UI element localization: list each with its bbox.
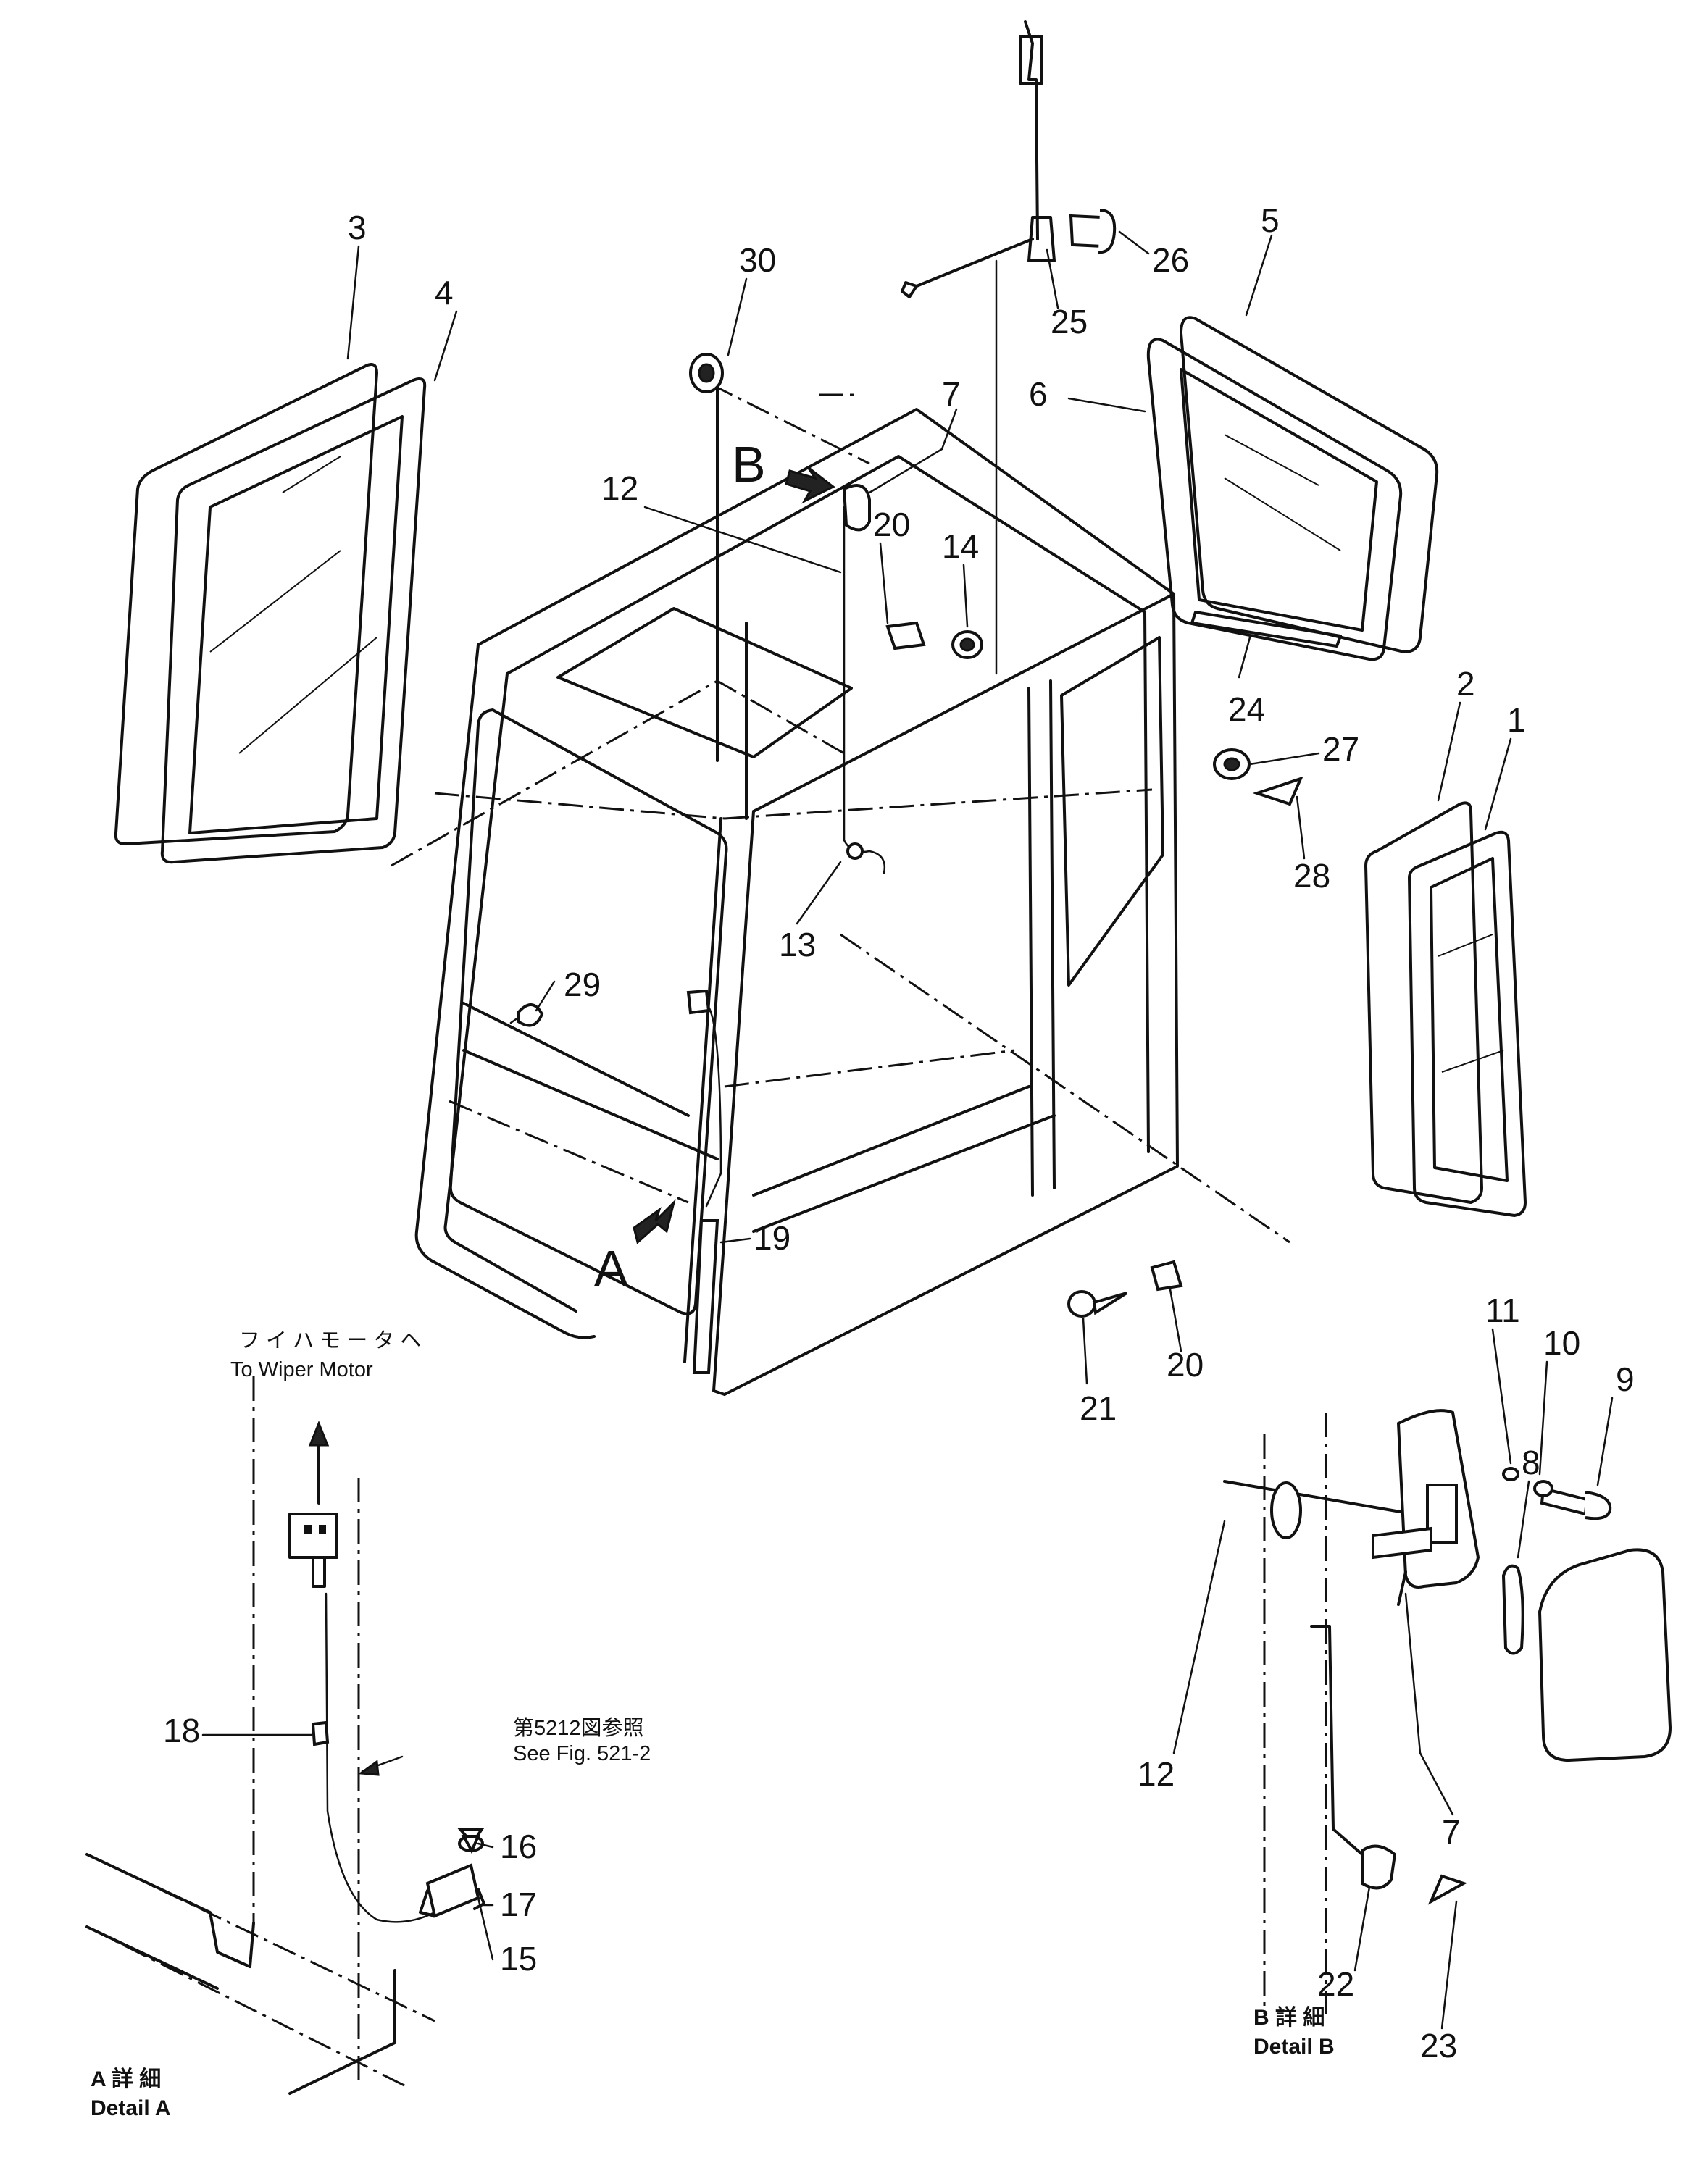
callout-20-bottom: 20 <box>1167 1346 1204 1384</box>
callout-20-top: 20 <box>873 506 910 543</box>
arrow-a <box>633 1199 676 1244</box>
callout-9: 9 <box>1616 1360 1635 1398</box>
callout-labels: 1 2 3 4 5 6 7 8 9 10 11 12 13 14 15 16 1… <box>163 201 1635 2064</box>
fig-note-en: See Fig. 521-2 <box>513 1742 651 1765</box>
callout-30: 30 <box>739 241 776 279</box>
callout-26: 26 <box>1152 241 1189 279</box>
callout-17: 17 <box>500 1886 537 1923</box>
callout-7-top: 7 <box>942 375 961 413</box>
callout-29: 29 <box>564 966 601 1003</box>
clip-20-top <box>885 621 926 650</box>
callout-22: 22 <box>1317 1965 1354 2003</box>
callout-11: 11 <box>1485 1292 1520 1329</box>
detail-b-figure <box>1223 1409 1672 1905</box>
callout-5: 5 <box>1261 201 1280 239</box>
callout-16: 16 <box>500 1828 537 1865</box>
callout-18: 18 <box>163 1712 200 1749</box>
detail-a-marker: A <box>594 1240 628 1297</box>
grommet-30 <box>689 353 724 393</box>
wiper-note-en: To Wiper Motor <box>230 1358 373 1381</box>
callout-2: 2 <box>1456 665 1475 703</box>
callout-28: 28 <box>1293 857 1330 895</box>
detail-a-caption-en: Detail A <box>91 2096 171 2120</box>
callout-12-detail: 12 <box>1138 1755 1175 1793</box>
window-glass-3 <box>114 363 378 846</box>
grommet-27 <box>1213 748 1251 780</box>
callout-1: 1 <box>1507 701 1526 739</box>
harness-a <box>686 989 722 1208</box>
callout-19: 19 <box>754 1219 790 1257</box>
clip-20-bottom <box>1150 1260 1183 1292</box>
callout-7-detail: 7 <box>1442 1813 1461 1851</box>
callout-27: 27 <box>1322 730 1359 768</box>
callout-13: 13 <box>779 926 816 963</box>
detail-b-caption-jp: B 詳 細 <box>1253 2005 1325 2030</box>
window-glass-4 <box>160 377 427 864</box>
callout-4: 4 <box>435 274 454 311</box>
callout-8: 8 <box>1522 1444 1540 1481</box>
window-glass-1 <box>1408 830 1527 1217</box>
detail-a-caption-jp: A 詳 細 <box>91 2067 161 2091</box>
harness-13 <box>843 506 886 874</box>
detail-b-caption-en: Detail B <box>1253 2035 1335 2059</box>
callout-10: 10 <box>1543 1324 1580 1362</box>
callout-25: 25 <box>1051 303 1088 340</box>
antenna-25 <box>901 20 1056 675</box>
rod-19 <box>692 1219 719 1374</box>
cab-frame <box>414 361 1179 1396</box>
callout-6: 6 <box>1029 375 1048 413</box>
callout-23: 23 <box>1420 2027 1457 2064</box>
callout-3: 3 <box>348 209 367 246</box>
callout-14: 14 <box>942 527 979 565</box>
seal-strip-24 <box>1190 611 1342 648</box>
wiper-note-jp: フ イ ハ モ ー タ ヘ <box>239 1329 421 1352</box>
window-glass-5 <box>1180 316 1439 653</box>
callout-21: 21 <box>1080 1389 1117 1427</box>
detail-b-marker: B <box>732 436 766 493</box>
callout-15: 15 <box>500 1940 537 1978</box>
grommet-14 <box>951 630 983 659</box>
lamp-7 <box>842 484 871 532</box>
fig-note-jp: 第5212図参照 <box>513 1716 644 1740</box>
screw-21 <box>1067 1290 1128 1318</box>
window-glass-2 <box>1364 801 1483 1204</box>
detail-a-figure <box>85 1420 485 2095</box>
callout-12-top: 12 <box>601 469 638 507</box>
bolt-26 <box>1069 209 1117 254</box>
screw-28 <box>1252 776 1303 806</box>
arrow-b <box>785 466 835 504</box>
window-glass-6 <box>1146 338 1403 661</box>
callout-24: 24 <box>1228 690 1265 728</box>
